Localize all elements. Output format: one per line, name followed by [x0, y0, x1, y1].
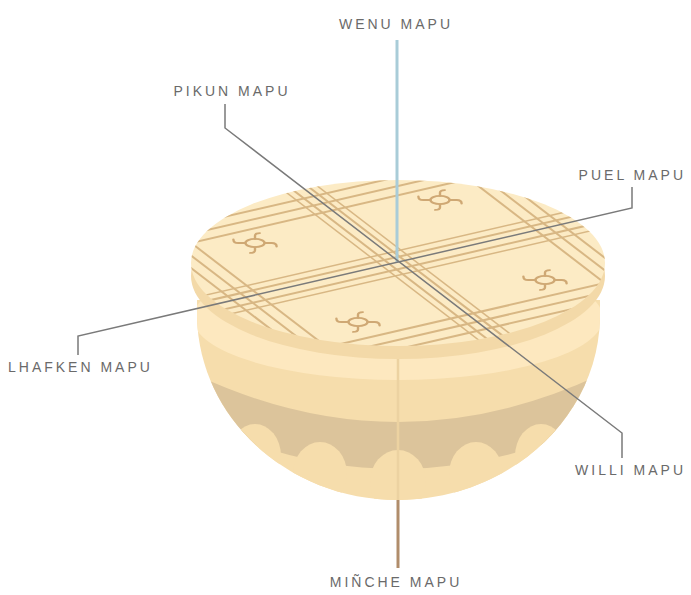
region-label: MIÑCHE MAPU — [330, 574, 463, 590]
nadir-axis — [397, 500, 400, 568]
label-holder: PIKUN MAPU — [173, 82, 290, 100]
region-label: WILLI MAPU — [575, 462, 686, 478]
region-label: PUEL MAPU — [579, 167, 686, 183]
label-holder: WENU MAPU — [339, 15, 453, 33]
region-label: LHAFKEN MAPU — [8, 359, 153, 375]
skin-pattern — [81, 0, 691, 549]
leader-line — [78, 187, 632, 355]
label-holder: MIÑCHE MAPU — [330, 573, 463, 591]
label-holder: WILLI MAPU — [575, 461, 686, 479]
region-label: WENU MAPU — [339, 16, 453, 32]
label-holder: PUEL MAPU — [579, 166, 686, 184]
leader-line — [225, 104, 622, 458]
zenith-axis — [396, 40, 399, 263]
label-holder: LHAFKEN MAPU — [8, 358, 153, 376]
region-label: PIKUN MAPU — [173, 83, 290, 99]
